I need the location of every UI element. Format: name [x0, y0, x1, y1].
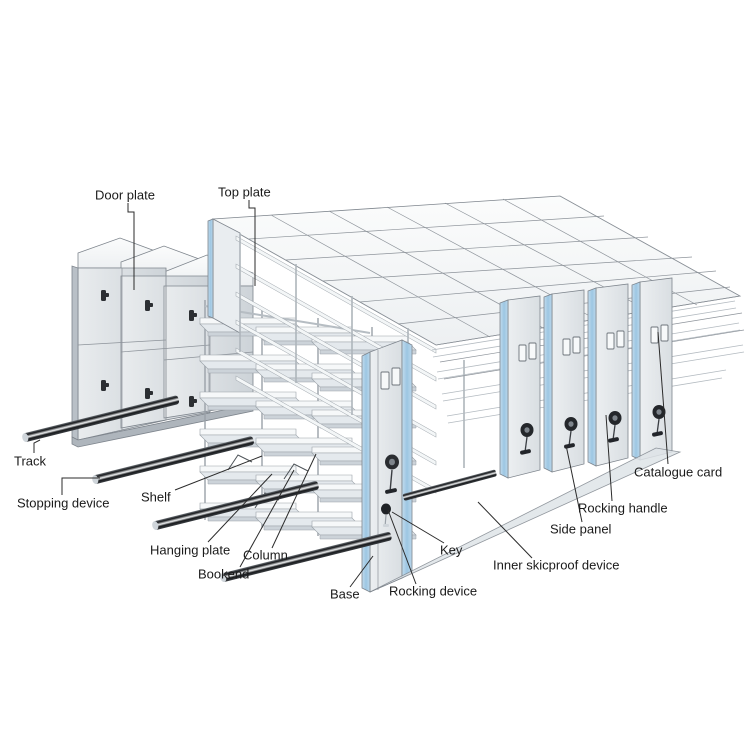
catalogue-card-slot: [380, 367, 401, 390]
label-shelf: Shelf: [141, 489, 171, 504]
label-hanging-plate: Hanging plate: [150, 542, 230, 557]
track-rail: [22, 395, 392, 582]
label-side-panel: Side panel: [550, 521, 612, 536]
leader-lines: [33, 200, 669, 588]
label-column: Column: [243, 547, 288, 562]
rocking-handle-knob: [520, 405, 666, 455]
base-beam: [369, 447, 682, 593]
label-door-plate: Door plate: [95, 187, 155, 202]
rocking-handle-knob: [385, 454, 399, 494]
label-layer: Door plate Top plate Track Stopping devi…: [14, 184, 722, 601]
label-key: Key: [440, 542, 463, 557]
label-inner-skicproof-device: Inner skicproof device: [493, 557, 619, 572]
label-rocking-handle: Rocking handle: [578, 500, 668, 515]
label-catalogue-card: Catalogue card: [634, 464, 722, 479]
side-panel-bank: [499, 277, 673, 479]
label-bookend: Bookend: [198, 566, 249, 581]
label-base: Base: [330, 586, 360, 601]
label-top-plate: Top plate: [218, 184, 271, 199]
side-panel-front: [361, 339, 413, 593]
key-lock: [381, 503, 391, 528]
label-rocking-device: Rocking device: [389, 583, 477, 598]
inner-skicproof-rail: [402, 469, 497, 501]
label-track: Track: [14, 453, 47, 468]
cabinet-door-handle: [101, 290, 197, 407]
closed-cabinet-block: [71, 237, 254, 448]
label-stopping-device: Stopping device: [17, 495, 110, 510]
